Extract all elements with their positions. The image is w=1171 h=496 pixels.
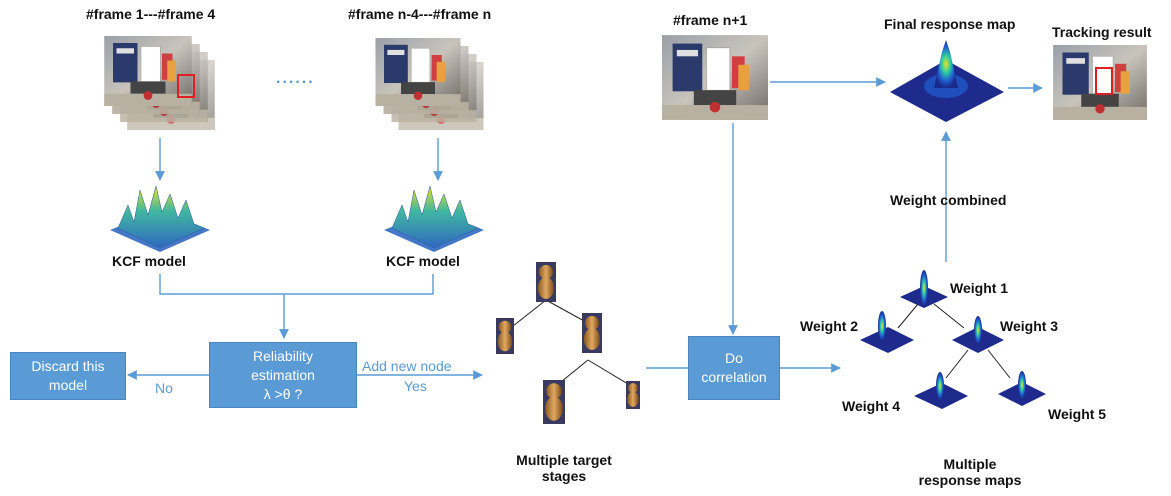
discard-line1: Discard this: [31, 358, 105, 374]
correlation-box: Do correlation: [688, 336, 780, 400]
add-node-label: Add new node: [362, 358, 452, 374]
response-maps-line1: Multiple: [943, 456, 997, 472]
correlation-line1: Do: [725, 350, 743, 366]
response-map-4: [914, 372, 968, 409]
tracking-bounding-box: [1095, 67, 1113, 95]
frame-group-n-label: #frame n-4---#frame n: [348, 6, 492, 22]
response-maps: [860, 40, 1046, 409]
discard-line2: model: [48, 377, 88, 393]
kcf-model-left-label: KCF model: [112, 253, 186, 269]
frame-next-photo: [662, 35, 768, 120]
response-map-5: [998, 371, 1046, 406]
weight-combined-label: Weight combined: [890, 192, 1007, 208]
final-response-map-label: Final response map: [884, 16, 1016, 32]
ellipsis: ......: [276, 70, 315, 87]
response-map-2: [860, 311, 914, 353]
kcf-model-left-surface: [110, 185, 210, 252]
discard-box: Discard this model: [10, 352, 126, 400]
frame-stack-n: [375, 38, 484, 130]
response-maps-label: Multiple response maps: [900, 456, 1040, 488]
frame-stack-1: [103, 36, 216, 130]
response-map-3: [952, 316, 1004, 353]
weight-1-label: Weight 1: [950, 280, 1009, 296]
reliability-line3: λ >θ ?: [263, 385, 303, 402]
weight-5-label: Weight 5: [1048, 406, 1107, 422]
final-response-map: [890, 40, 1004, 122]
weight-2-label: Weight 2: [800, 318, 859, 334]
response-map-1: [900, 270, 948, 308]
reliability-box: Reliability estimation λ >θ ?: [209, 342, 357, 408]
kcf-model-right-label: KCF model: [386, 253, 460, 269]
tracking-result-photo: [1052, 45, 1148, 120]
correlation-line2: correlation: [701, 369, 767, 385]
target-stages-tree: [496, 262, 640, 424]
frame-group-1-label: #frame 1---#frame 4: [86, 6, 216, 22]
connectors: [127, 77, 1043, 380]
kcf-model-right-surface: [384, 185, 484, 252]
weight-4-label: Weight 4: [842, 398, 901, 414]
frame-next-label: #frame n+1: [673, 12, 748, 28]
target-bounding-box: [177, 74, 195, 98]
response-maps-line2: response maps: [918, 472, 1022, 488]
target-stages-label: Multiple target stages: [502, 452, 626, 484]
target-stages-line1: Multiple target: [516, 452, 612, 468]
target-stages-line2: stages: [541, 468, 587, 484]
weight-3-label: Weight 3: [1000, 318, 1059, 334]
no-label: No: [155, 380, 173, 396]
reliability-line2: estimation: [251, 366, 315, 383]
tracking-result-label: Tracking result: [1052, 24, 1152, 40]
reliability-line1: Reliability: [253, 347, 313, 364]
yes-label: Yes: [404, 378, 427, 394]
